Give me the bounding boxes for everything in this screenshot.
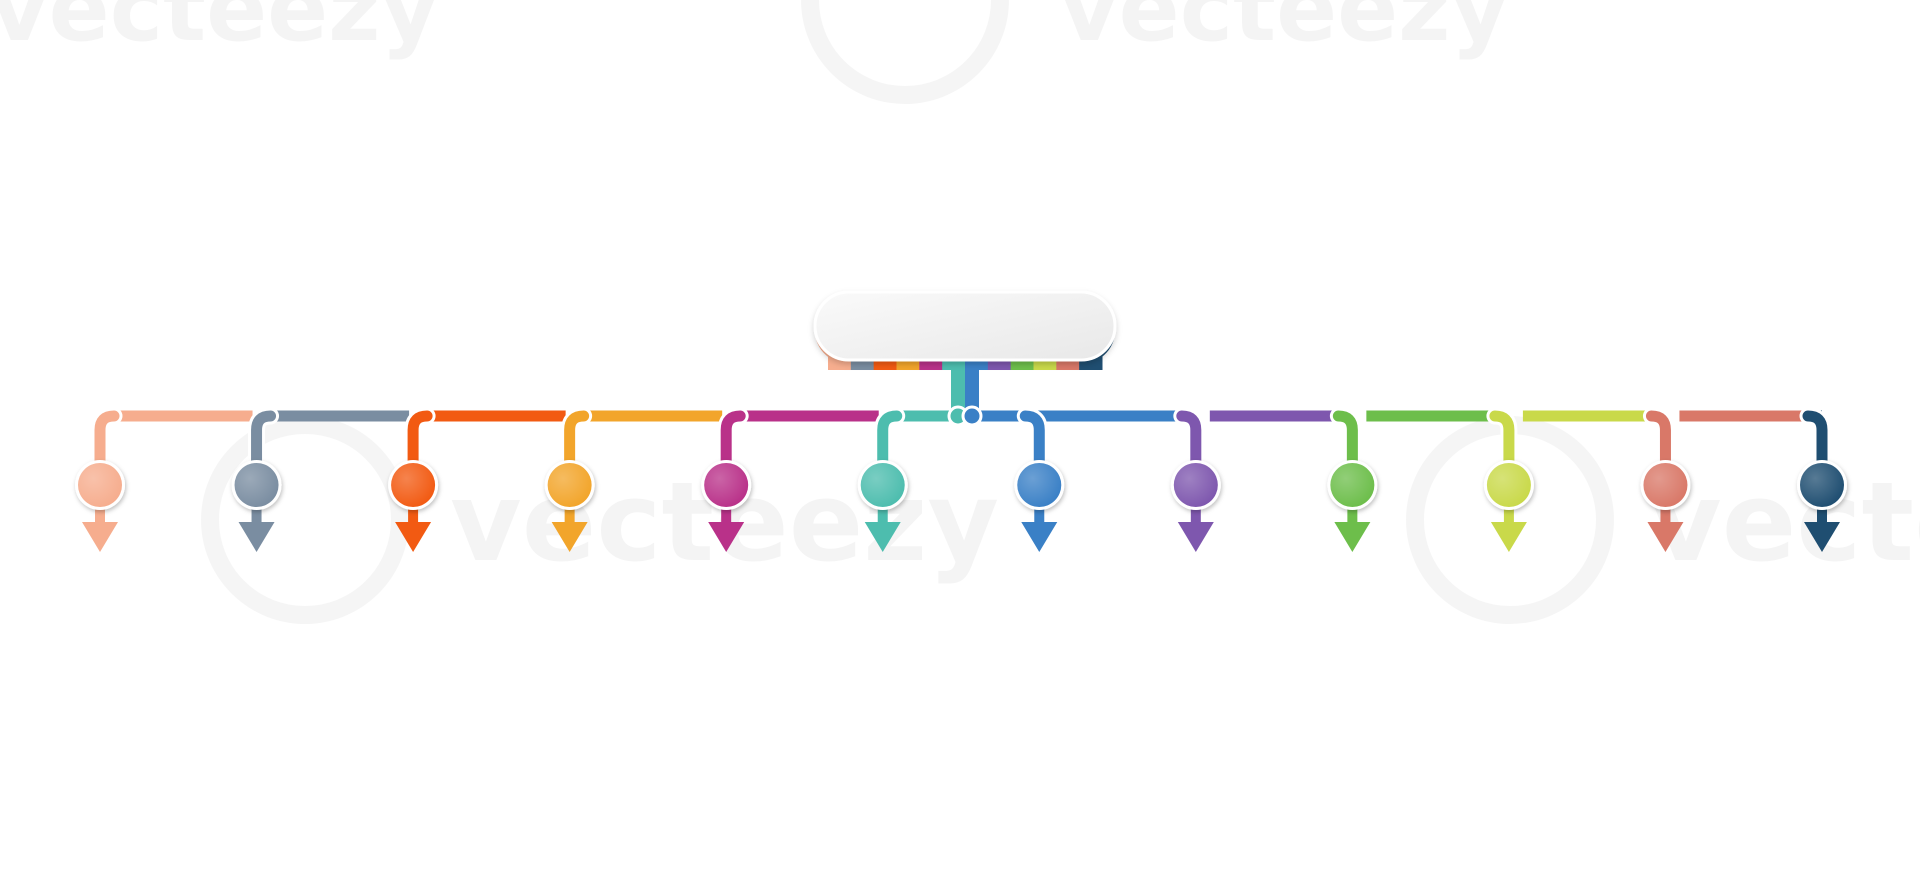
arrow-down-icon — [238, 522, 275, 552]
root-stem-left — [951, 360, 965, 420]
connector-lines — [91, 360, 1831, 522]
node-highlight — [547, 463, 592, 507]
watermark-logo-icon — [801, 0, 1009, 104]
elbow-connector — [94, 410, 120, 471]
elbow-connector — [1489, 410, 1515, 471]
root-box — [813, 290, 1117, 362]
arrow-down-icon — [1334, 522, 1371, 552]
branch-node — [1483, 460, 1534, 552]
node-highlight — [234, 463, 279, 507]
node-highlight — [1330, 463, 1375, 507]
arrow-down-icon — [1021, 522, 1058, 552]
arrow-down-icon — [864, 522, 901, 552]
watermark-text: vecteezy — [1060, 0, 1509, 62]
watermark: vecteezy — [0, 0, 439, 62]
arrow-down-icon — [1804, 522, 1840, 552]
node-highlight — [704, 463, 749, 507]
node-highlight — [391, 463, 436, 507]
elbow-connector — [407, 410, 433, 471]
elbow-connector — [1019, 410, 1045, 471]
elbow-connector — [877, 410, 903, 471]
branch-node — [231, 460, 282, 552]
node-highlight — [1017, 463, 1062, 507]
branch-nodes — [75, 460, 1847, 552]
watermark-text: vecteezy — [1650, 458, 1920, 586]
branch-node — [1640, 460, 1691, 552]
arrow-down-icon — [1490, 522, 1527, 552]
junction-knob — [961, 405, 983, 427]
elbow-connector — [251, 410, 277, 471]
branch-node — [857, 460, 908, 552]
arrow-down-icon — [1177, 522, 1214, 552]
elbow-connector — [1176, 410, 1202, 471]
arrow-down-icon — [551, 522, 588, 552]
root-stem-right — [965, 360, 979, 420]
elbow-connector — [720, 410, 746, 471]
elbow-connector — [1645, 410, 1671, 471]
arrow-down-icon — [1647, 522, 1684, 552]
node-highlight — [1486, 463, 1531, 507]
elbow-connector — [1332, 410, 1358, 471]
node-highlight — [78, 463, 122, 507]
branch-node — [1797, 460, 1847, 552]
elbow-connector — [1802, 410, 1828, 471]
watermark: vecteezy — [1650, 458, 1920, 586]
branch-node — [1170, 460, 1221, 552]
branch-node — [75, 460, 125, 552]
node-highlight — [1800, 463, 1844, 507]
branch-node — [544, 460, 595, 552]
branch-node — [388, 460, 439, 552]
arrow-down-icon — [395, 522, 432, 552]
node-highlight — [860, 463, 905, 507]
arrow-down-icon — [82, 522, 118, 552]
branch-node — [1327, 460, 1378, 552]
arrow-down-icon — [708, 522, 745, 552]
watermark-text: vecteezy — [0, 0, 439, 62]
node-highlight — [1173, 463, 1218, 507]
node-highlight — [1643, 463, 1688, 507]
branch-node — [1014, 460, 1065, 552]
watermark: vecteezy — [1060, 0, 1509, 62]
root-node — [813, 290, 1117, 362]
watermark-layer: vecteezyvecteezyvecteezyvecteezy — [0, 0, 1920, 624]
branch-node — [701, 460, 752, 552]
watermark-logo-icon — [201, 416, 409, 624]
elbow-connector — [564, 410, 590, 471]
